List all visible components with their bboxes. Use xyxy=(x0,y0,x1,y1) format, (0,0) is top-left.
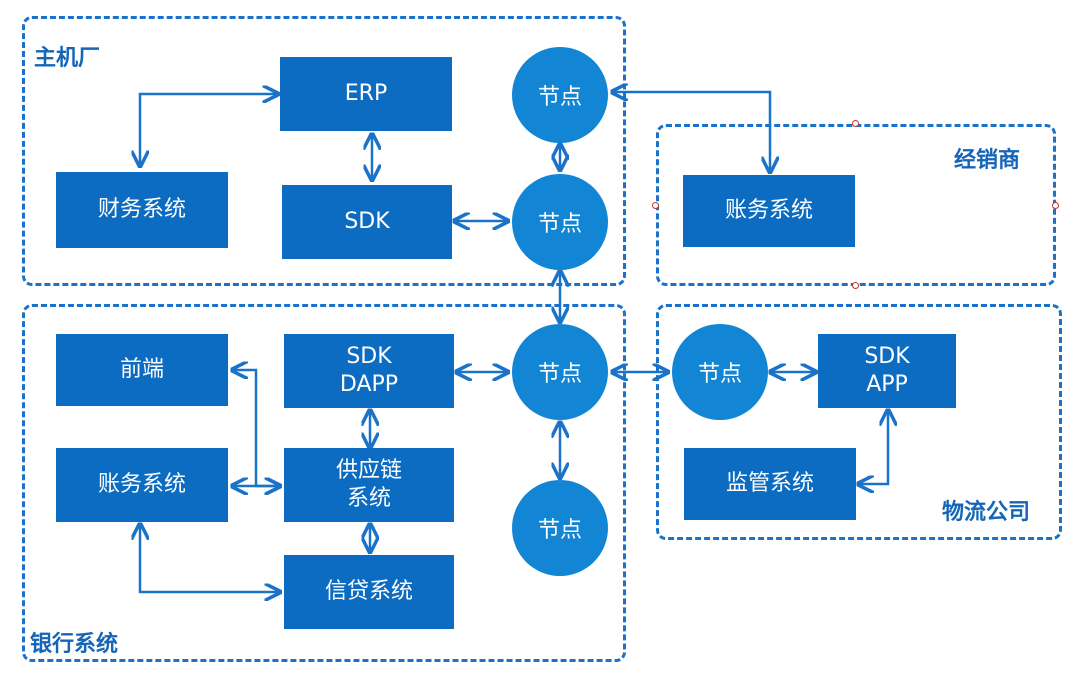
supply-chain-label-line2: 系统 xyxy=(346,486,391,511)
erp-box[interactable]: ERP xyxy=(280,57,452,131)
finance-system-box[interactable]: 财务系统 xyxy=(56,172,228,248)
selection-handle xyxy=(852,120,859,127)
sdk-dapp-box[interactable]: SDK DAPP xyxy=(284,334,454,408)
node-3[interactable]: 节点 xyxy=(512,324,608,420)
sdk-dapp-label-line2: DAPP xyxy=(339,372,399,397)
selection-handle xyxy=(1052,202,1059,209)
node-4[interactable]: 节点 xyxy=(672,324,768,420)
group-label-manufacturer: 主机厂 xyxy=(34,46,101,71)
group-bank xyxy=(22,304,626,662)
node-2-label: 节点 xyxy=(537,212,582,237)
supply-chain-label-line1: 供应链 xyxy=(335,458,402,483)
erp-label: ERP xyxy=(344,81,388,106)
group-label-logistics: 物流公司 xyxy=(942,500,1031,525)
group-label-dealer: 经销商 xyxy=(954,148,1021,173)
arrow-app-supervision xyxy=(858,410,888,484)
finance-system-label: 财务系统 xyxy=(97,197,186,222)
credit-system-box[interactable]: 信贷系统 xyxy=(284,555,454,629)
node-5[interactable]: 节点 xyxy=(512,480,608,576)
dealer-account-box[interactable]: 账务系统 xyxy=(683,175,855,247)
node-5-label: 节点 xyxy=(537,518,582,543)
credit-system-label: 信贷系统 xyxy=(324,579,413,604)
supervision-system-box[interactable]: 监管系统 xyxy=(684,448,856,520)
selection-handle xyxy=(652,202,659,209)
group-logistics xyxy=(656,304,1062,540)
sdk-box[interactable]: SDK xyxy=(282,185,452,259)
bank-account-label: 账务系统 xyxy=(97,472,186,497)
frontend-label: 前端 xyxy=(119,357,164,382)
group-label-bank: 银行系统 xyxy=(30,632,119,657)
frontend-box[interactable]: 前端 xyxy=(56,334,228,406)
group-manufacturer xyxy=(22,16,626,286)
arrow-erp-finance xyxy=(140,94,278,166)
arrow-account-credit xyxy=(140,524,280,592)
node-4-label: 节点 xyxy=(697,362,742,387)
selection-handle xyxy=(852,282,859,289)
sdk-label: SDK xyxy=(344,209,390,234)
supply-chain-box[interactable]: 供应链 系统 xyxy=(284,448,454,522)
node-3-label: 节点 xyxy=(537,362,582,387)
node-1[interactable]: 节点 xyxy=(512,47,608,143)
supervision-system-label: 监管系统 xyxy=(725,471,814,496)
arrow-node1-dealer xyxy=(612,92,770,172)
sdk-app-label-line2: APP xyxy=(866,372,908,397)
dealer-account-label: 账务系统 xyxy=(724,198,813,223)
sdk-app-box[interactable]: SDK APP xyxy=(818,334,956,408)
sdk-dapp-label-line1: SDK xyxy=(346,344,392,369)
node-2[interactable]: 节点 xyxy=(512,174,608,270)
sdk-app-label-line1: SDK xyxy=(864,344,910,369)
bank-account-box[interactable]: 账务系统 xyxy=(56,448,228,522)
node-1-label: 节点 xyxy=(537,85,582,110)
